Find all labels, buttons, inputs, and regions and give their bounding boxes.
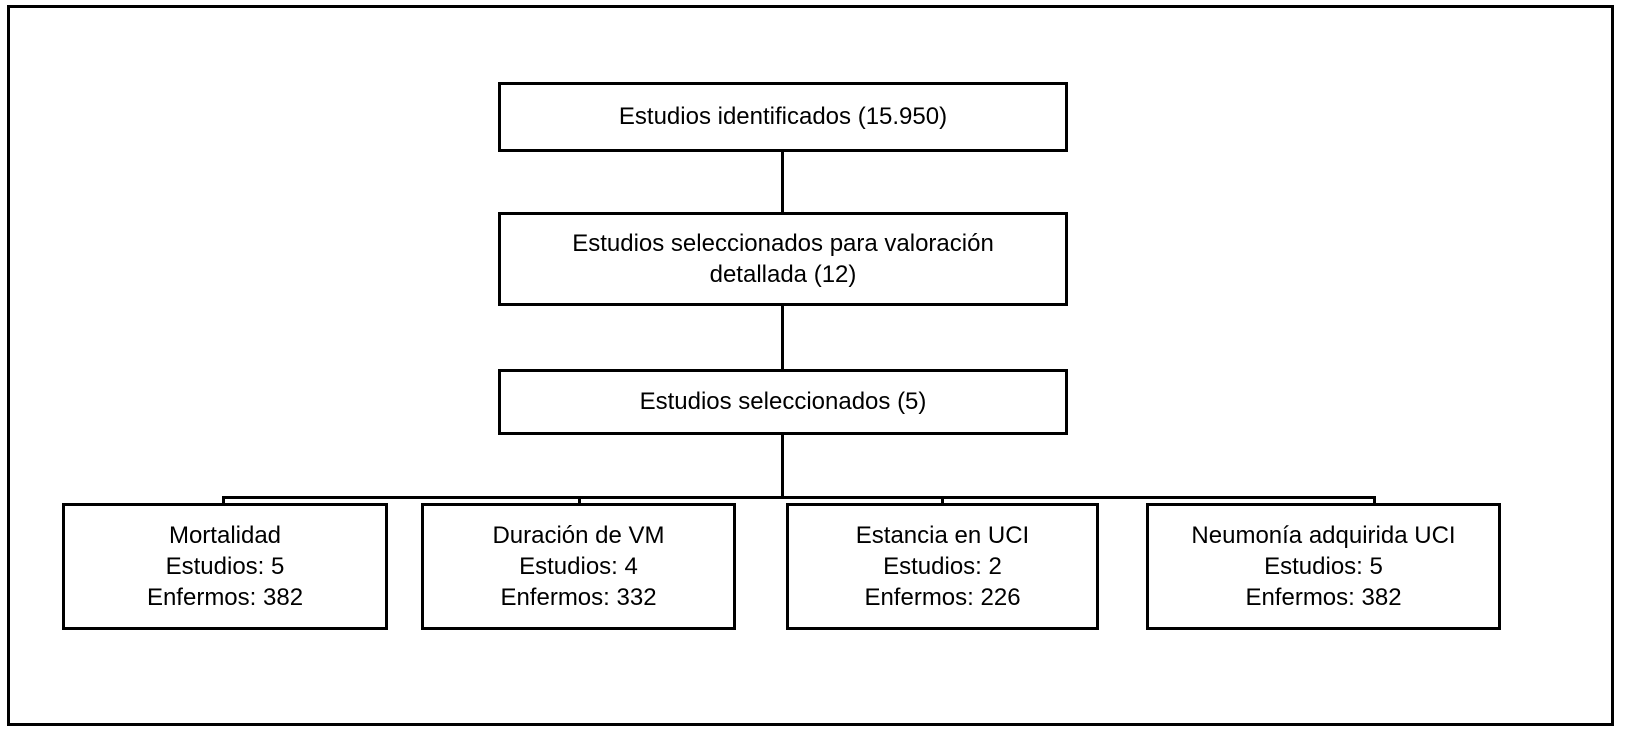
outcome-studies: Estudios: 5 bbox=[1264, 552, 1383, 580]
connector-drop-estancia-uci bbox=[941, 496, 944, 505]
node-estudios-seleccionados: Estudios seleccionados (5) bbox=[498, 369, 1068, 435]
connector-drop-neumonia-uci bbox=[1373, 496, 1376, 505]
node-selected-line-1: Estudios seleccionados (5) bbox=[639, 388, 927, 416]
node-identified-line-1: Estudios identificados (15.950) bbox=[618, 103, 948, 131]
node-screened-line-2: detallada (12) bbox=[709, 261, 857, 288]
distribution-bar bbox=[222, 496, 1376, 499]
connector-drop-mortalidad bbox=[222, 496, 225, 505]
connector-drop-duracion-vm bbox=[578, 496, 581, 505]
connector-selected-to-distribution-bar bbox=[781, 435, 784, 498]
connector-screened-to-selected bbox=[781, 306, 784, 369]
outcome-studies: Estudios: 5 bbox=[165, 552, 285, 580]
node-estudios-identificados: Estudios identificados (15.950) bbox=[498, 82, 1068, 152]
node-outcome-estancia-uci: Estancia en UCI Estudios: 2 Enfermos: 22… bbox=[786, 503, 1099, 630]
outcome-studies: Estudios: 2 bbox=[883, 552, 1002, 580]
node-outcome-neumonia-adquirida-uci: Neumonía adquirida UCI Estudios: 5 Enfer… bbox=[1146, 503, 1501, 630]
outcome-title: Duración de VM bbox=[492, 521, 665, 549]
outcome-patients: Enfermos: 382 bbox=[146, 584, 304, 612]
outcome-title: Estancia en UCI bbox=[855, 521, 1030, 549]
outcome-studies: Estudios: 4 bbox=[519, 552, 638, 580]
outcome-patients: Enfermos: 332 bbox=[500, 584, 657, 612]
node-estudios-seleccionados-valoracion: Estudios seleccionados para valoración d… bbox=[498, 212, 1068, 306]
outcome-title: Neumonía adquirida UCI bbox=[1191, 521, 1456, 549]
connector-identified-to-screened bbox=[781, 152, 784, 212]
outcome-title: Mortalidad bbox=[168, 521, 282, 549]
node-outcome-mortalidad: Mortalidad Estudios: 5 Enfermos: 382 bbox=[62, 503, 388, 630]
outcome-patients: Enfermos: 382 bbox=[1245, 584, 1402, 612]
node-screened-line-1: Estudios seleccionados para valoración bbox=[572, 229, 994, 257]
outcome-patients: Enfermos: 226 bbox=[864, 584, 1021, 612]
node-outcome-duracion-vm: Duración de VM Estudios: 4 Enfermos: 332 bbox=[421, 503, 736, 630]
